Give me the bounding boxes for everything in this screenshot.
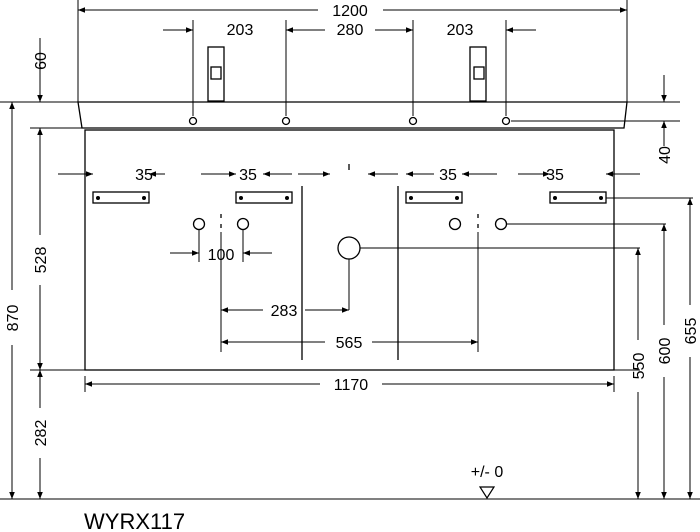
top-hole xyxy=(281,116,291,126)
dim-tap-spacing-center: 280 xyxy=(337,22,364,39)
dim-cabinet-width: 1170 xyxy=(334,377,369,394)
bracket-screw xyxy=(409,196,413,200)
faucet-right xyxy=(469,46,487,102)
dim-tap-spacing-right: 203 xyxy=(447,22,474,39)
top-hole xyxy=(501,116,511,126)
bracket-screw xyxy=(239,196,243,200)
dim-leg-height: 282 xyxy=(33,420,50,447)
bracket xyxy=(405,191,463,204)
dim-height-600: 600 xyxy=(657,338,674,365)
dim-drain-offset: 283 xyxy=(271,303,298,320)
dim-top-thickness: 40 xyxy=(657,146,674,164)
dim-overall-width: 1200 xyxy=(332,3,368,20)
bracket-screw xyxy=(285,196,289,200)
bracket-screw xyxy=(142,196,146,200)
bracket xyxy=(92,191,150,204)
level-label: +/- 0 xyxy=(471,464,504,481)
bracket-screw xyxy=(599,196,603,200)
dim-bracket-3: 35 xyxy=(439,167,457,184)
bracket-screw xyxy=(96,196,100,200)
supply-hole xyxy=(192,217,206,231)
top-hole xyxy=(408,116,418,126)
dim-cabinet-height: 528 xyxy=(33,247,50,274)
countertop xyxy=(77,101,628,129)
cabinet-body xyxy=(84,129,615,371)
supply-hole xyxy=(236,217,250,231)
supply-hole xyxy=(494,217,508,231)
level-marker-icon xyxy=(478,486,496,500)
dim-bracket-4: 35 xyxy=(546,167,564,184)
dim-bracket-2: 35 xyxy=(239,167,257,184)
dim-tap-spacing-left: 203 xyxy=(227,22,254,39)
dim-height-655: 655 xyxy=(683,318,700,345)
model-number: WYRX117 xyxy=(84,509,185,532)
dim-cabinet-gap: 565 xyxy=(336,335,363,352)
drain-hole xyxy=(337,236,361,260)
supply-hole xyxy=(448,217,462,231)
bracket-screw xyxy=(455,196,459,200)
dim-hole-spacing: 100 xyxy=(208,247,235,264)
dim-total-height: 870 xyxy=(5,305,22,332)
top-hole xyxy=(188,116,198,126)
dim-height-550: 550 xyxy=(631,353,648,380)
bracket-screw xyxy=(553,196,557,200)
dim-top-height: 60 xyxy=(33,52,50,70)
bracket xyxy=(549,191,607,204)
bracket xyxy=(235,191,293,204)
dim-bracket-1: 35 xyxy=(135,167,153,184)
faucet-left xyxy=(207,46,225,102)
